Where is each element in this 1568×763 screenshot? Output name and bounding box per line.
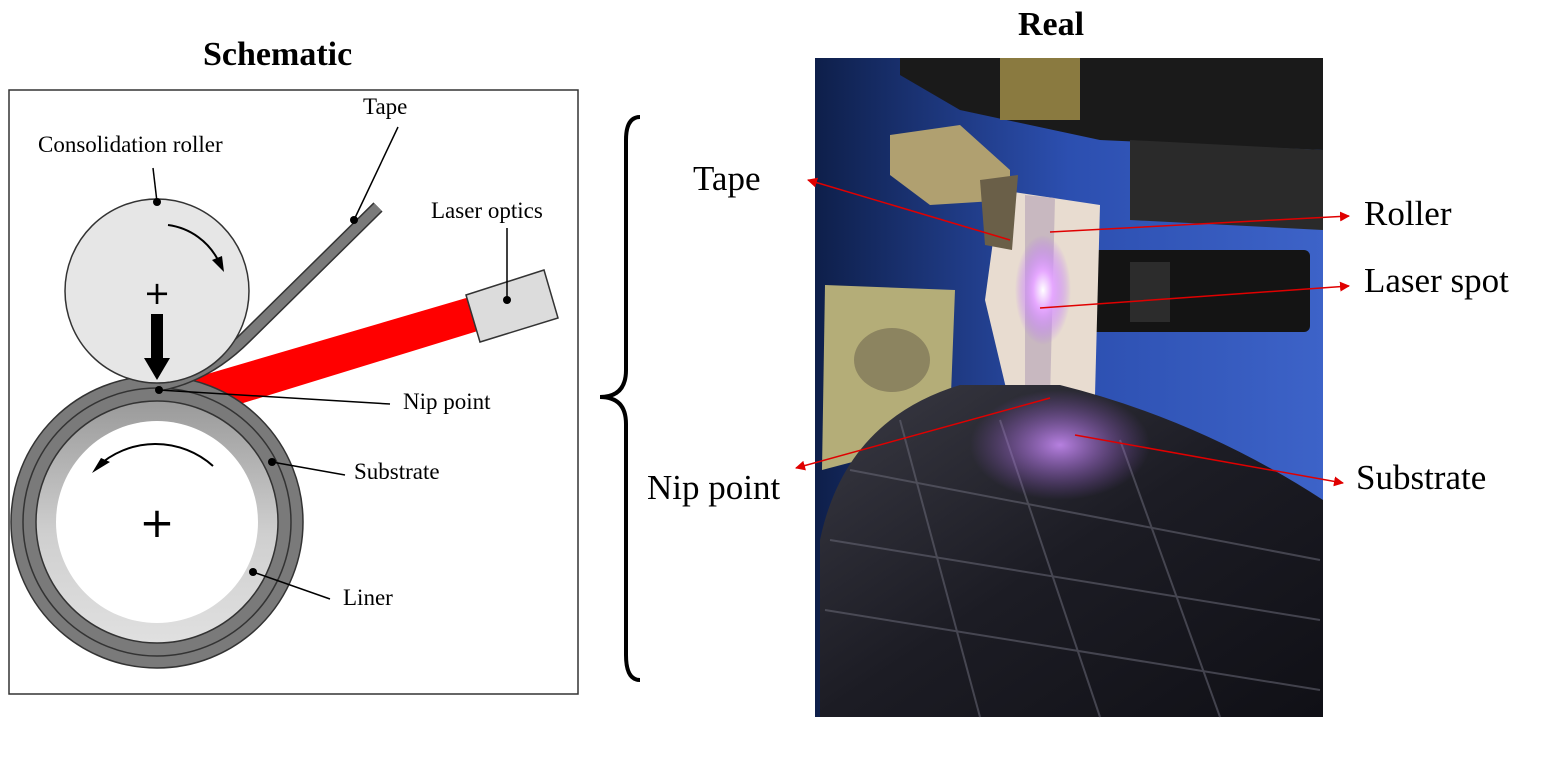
label-nip-point-schematic: Nip point: [403, 389, 491, 414]
label-liner: Liner: [343, 585, 393, 610]
label-consolidation-roller: Consolidation roller: [38, 132, 223, 157]
real-annotation-arrows: [795, 177, 1350, 487]
schematic-leader-dots: [153, 198, 511, 576]
mandrel-interior: [56, 421, 258, 623]
arrow-nip-point: [795, 397, 1051, 471]
vessel-texture: [824, 419, 1321, 718]
optics-barrel: [1060, 250, 1310, 332]
label-tape-real: Tape: [693, 159, 761, 198]
arrow-substrate: [1074, 434, 1344, 487]
arrow-laser-spot: [1039, 281, 1350, 309]
schematic-leader-lines: [152, 126, 508, 600]
machine-side-block: [1130, 140, 1323, 230]
mandrel-center-plus: +: [139, 498, 174, 547]
label-laser-optics: Laser optics: [431, 198, 543, 223]
real-photo: [815, 58, 1323, 718]
substrate-glow: [970, 390, 1150, 500]
laser-spot-glow: [1015, 235, 1071, 345]
schematic-panel: + +: [8, 89, 579, 695]
pressure-arrowhead: [144, 358, 170, 380]
label-roller-real: Roller: [1364, 194, 1452, 233]
label-substrate-schematic: Substrate: [354, 459, 440, 484]
real-title: Real: [1018, 6, 1085, 43]
label-laser-spot: Laser spot: [1364, 261, 1509, 300]
vessel-substrate: [820, 385, 1323, 717]
shield-hub: [854, 328, 930, 392]
laser-beam: [180, 296, 481, 404]
schematic-title: Schematic: [203, 36, 353, 73]
roller-rotation-arrowhead: [212, 256, 224, 272]
label-tape-schematic: Tape: [363, 94, 408, 119]
mandrel-rotation-arrow: [96, 443, 214, 468]
roller-center-plus: +: [144, 274, 171, 312]
arrow-roller: [1049, 211, 1350, 233]
grouping-brace: [599, 115, 641, 682]
roller-rotation-arrow: [167, 224, 220, 263]
tape-strip: [980, 175, 1018, 250]
arrow-tape: [807, 177, 1011, 241]
laser-optics-box: [465, 269, 559, 343]
bracket-left: [890, 125, 1010, 205]
label-nip-point-real: Nip point: [647, 468, 781, 507]
pressure-arrow-shaft: [151, 314, 163, 360]
bracket-gold: [1000, 58, 1080, 120]
mandrel-rotation-arrowhead: [92, 458, 110, 473]
label-substrate-real: Substrate: [1356, 458, 1487, 497]
